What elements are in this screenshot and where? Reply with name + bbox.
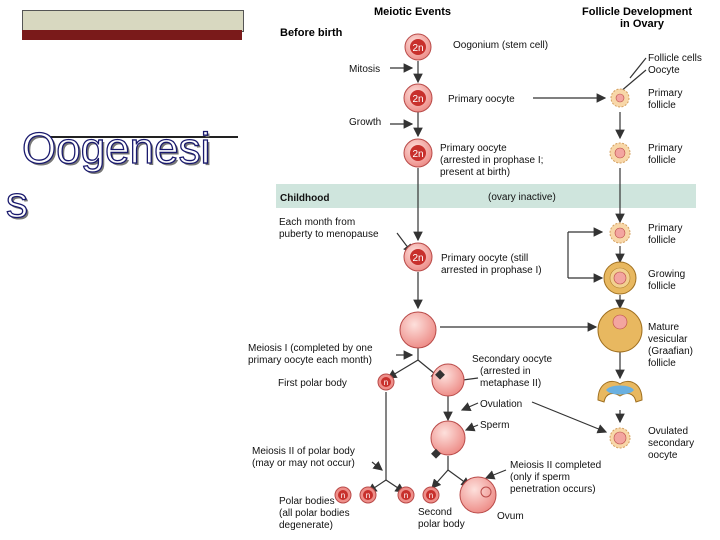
follicle-primary-1 bbox=[610, 88, 630, 108]
label-growth: Growth bbox=[349, 117, 381, 128]
label-primary-follicle-3a: Primary bbox=[648, 223, 682, 234]
label-primary-oocyte: Primary oocyte bbox=[448, 94, 515, 105]
label-meiosis2-done-line3: penetration occurs) bbox=[510, 484, 596, 495]
label-mature-line3: (Graafian) bbox=[648, 346, 693, 357]
label-mature-line1: Mature bbox=[648, 322, 680, 333]
cell-oogonium: 2n bbox=[404, 33, 432, 61]
cell-first-polar-body: n bbox=[377, 373, 395, 391]
cell-primary-oocyte-label: 2n bbox=[412, 94, 423, 105]
follicle-primary-3 bbox=[609, 222, 631, 244]
cell-polar-body-c-label: n bbox=[404, 491, 408, 500]
label-childhood: Childhood bbox=[280, 193, 329, 204]
label-each-month-line1: Each month from bbox=[279, 217, 355, 228]
cell-first-polar-body-label: n bbox=[384, 378, 388, 387]
slide-title-line2: s bbox=[5, 177, 28, 227]
label-meiosis1-line1: Meiosis I (completed by one bbox=[248, 343, 373, 354]
label-ovulated-line3: oocyte bbox=[648, 450, 678, 461]
label-primary-follicle-3b: follicle bbox=[648, 235, 676, 246]
label-primary-follicle-2b: follicle bbox=[648, 155, 676, 166]
label-growing-line2: follicle bbox=[648, 281, 676, 292]
cell-fertilizing-oocyte bbox=[430, 420, 466, 459]
label-ovum: Ovum bbox=[497, 511, 524, 522]
label-growing-line1: Growing bbox=[648, 269, 685, 280]
cell-polar-body-a: n bbox=[334, 486, 352, 504]
label-primary-follicle-1b: follicle bbox=[648, 100, 676, 111]
cell-polar-body-a-label: n bbox=[341, 491, 345, 500]
header-meiotic-events: Meiotic Events bbox=[374, 6, 451, 18]
follicle-primary-2 bbox=[609, 142, 631, 164]
label-meiosis2-done-line1: Meiosis II completed bbox=[510, 460, 601, 471]
label-ovulated-line2: secondary bbox=[648, 438, 694, 449]
label-primary-arrested-line1: Primary oocyte bbox=[440, 143, 507, 154]
label-oogonium: Oogonium (stem cell) bbox=[453, 40, 548, 51]
label-oocyte: Oocyte bbox=[648, 65, 680, 76]
label-secondary-line1: Secondary oocyte bbox=[472, 354, 552, 365]
label-first-polar-body: First polar body bbox=[278, 378, 347, 389]
cell-primary-oocyte-arrested-label: 2n bbox=[412, 149, 423, 160]
label-polar-bodies-line2: (all polar bodies bbox=[279, 508, 350, 519]
cell-secondary-oocyte bbox=[431, 363, 465, 397]
cell-primary-oocyte: 2n bbox=[403, 83, 433, 113]
label-sperm: Sperm bbox=[480, 420, 509, 431]
label-meiosis2-polar-line1: Meiosis II of polar body bbox=[252, 446, 355, 457]
cell-primary-oocyte-still: 2n bbox=[403, 242, 433, 272]
label-meiosis2-polar-line2: (may or may not occur) bbox=[252, 458, 355, 469]
cell-primary-oocyte-still-label: 2n bbox=[412, 253, 423, 264]
label-primary-arrested-line2: (arrested in prophase I; bbox=[440, 155, 543, 166]
childhood-band bbox=[276, 184, 696, 208]
cell-primary-oocyte-arrested: 2n bbox=[403, 138, 433, 168]
label-primary-follicle-1a: Primary bbox=[648, 88, 682, 99]
label-secondary-line2: (arrested in bbox=[480, 366, 531, 377]
header-follicle-line2: in Ovary bbox=[620, 18, 665, 30]
slide-title-line1: Oogenesi bbox=[21, 123, 211, 173]
follicle-mature bbox=[597, 307, 643, 353]
follicle-ruptured bbox=[597, 380, 643, 403]
cell-oogonium-label: 2n bbox=[412, 43, 423, 54]
label-polar-bodies-line3: degenerate) bbox=[279, 520, 333, 531]
follicle-ovulated-oocyte bbox=[609, 427, 631, 449]
label-still-arrested-line2: arrested in prophase I) bbox=[441, 265, 542, 276]
cell-polar-body-b-label: n bbox=[366, 491, 370, 500]
label-each-month-line2: puberty to menopause bbox=[279, 229, 379, 240]
label-ovulation: Ovulation bbox=[480, 399, 522, 410]
cell-polar-body-c: n bbox=[397, 486, 415, 504]
cell-ovum bbox=[459, 476, 497, 514]
label-secondary-line3: metaphase II) bbox=[480, 378, 541, 389]
label-meiosis2-done-line2: (only if sperm bbox=[510, 472, 570, 483]
header-follicle-line1: Follicle Development bbox=[582, 6, 692, 18]
label-ovary-inactive: (ovary inactive) bbox=[488, 192, 556, 203]
label-polar-bodies-line1: Polar bodies bbox=[279, 496, 335, 507]
label-ovulated-line1: Ovulated bbox=[648, 426, 688, 437]
cell-meiosis-one bbox=[399, 311, 437, 349]
label-before-birth: Before birth bbox=[280, 27, 343, 39]
label-meiosis1-line2: primary oocyte each month) bbox=[248, 355, 372, 366]
title-rule bbox=[28, 136, 238, 138]
label-primary-follicle-2a: Primary bbox=[648, 143, 682, 154]
label-follicle-cells: Follicle cells bbox=[648, 53, 702, 64]
follicle-growing bbox=[603, 261, 637, 295]
label-mitosis: Mitosis bbox=[349, 64, 380, 75]
cell-polar-body-b: n bbox=[359, 486, 377, 504]
cell-second-polar-body: n bbox=[422, 486, 440, 504]
label-mature-line4: follicle bbox=[648, 358, 676, 369]
label-still-arrested-line1: Primary oocyte (still bbox=[441, 253, 528, 264]
label-second-polar-line1: Second bbox=[418, 507, 452, 518]
slide-title: Oogenesi s bbox=[5, 122, 211, 230]
label-primary-arrested-line3: present at birth) bbox=[440, 167, 510, 178]
label-second-polar-line2: polar body bbox=[418, 519, 465, 530]
label-mature-line2: vesicular bbox=[648, 334, 688, 345]
header-accent-bar bbox=[22, 30, 242, 40]
cell-second-polar-body-label: n bbox=[429, 491, 433, 500]
